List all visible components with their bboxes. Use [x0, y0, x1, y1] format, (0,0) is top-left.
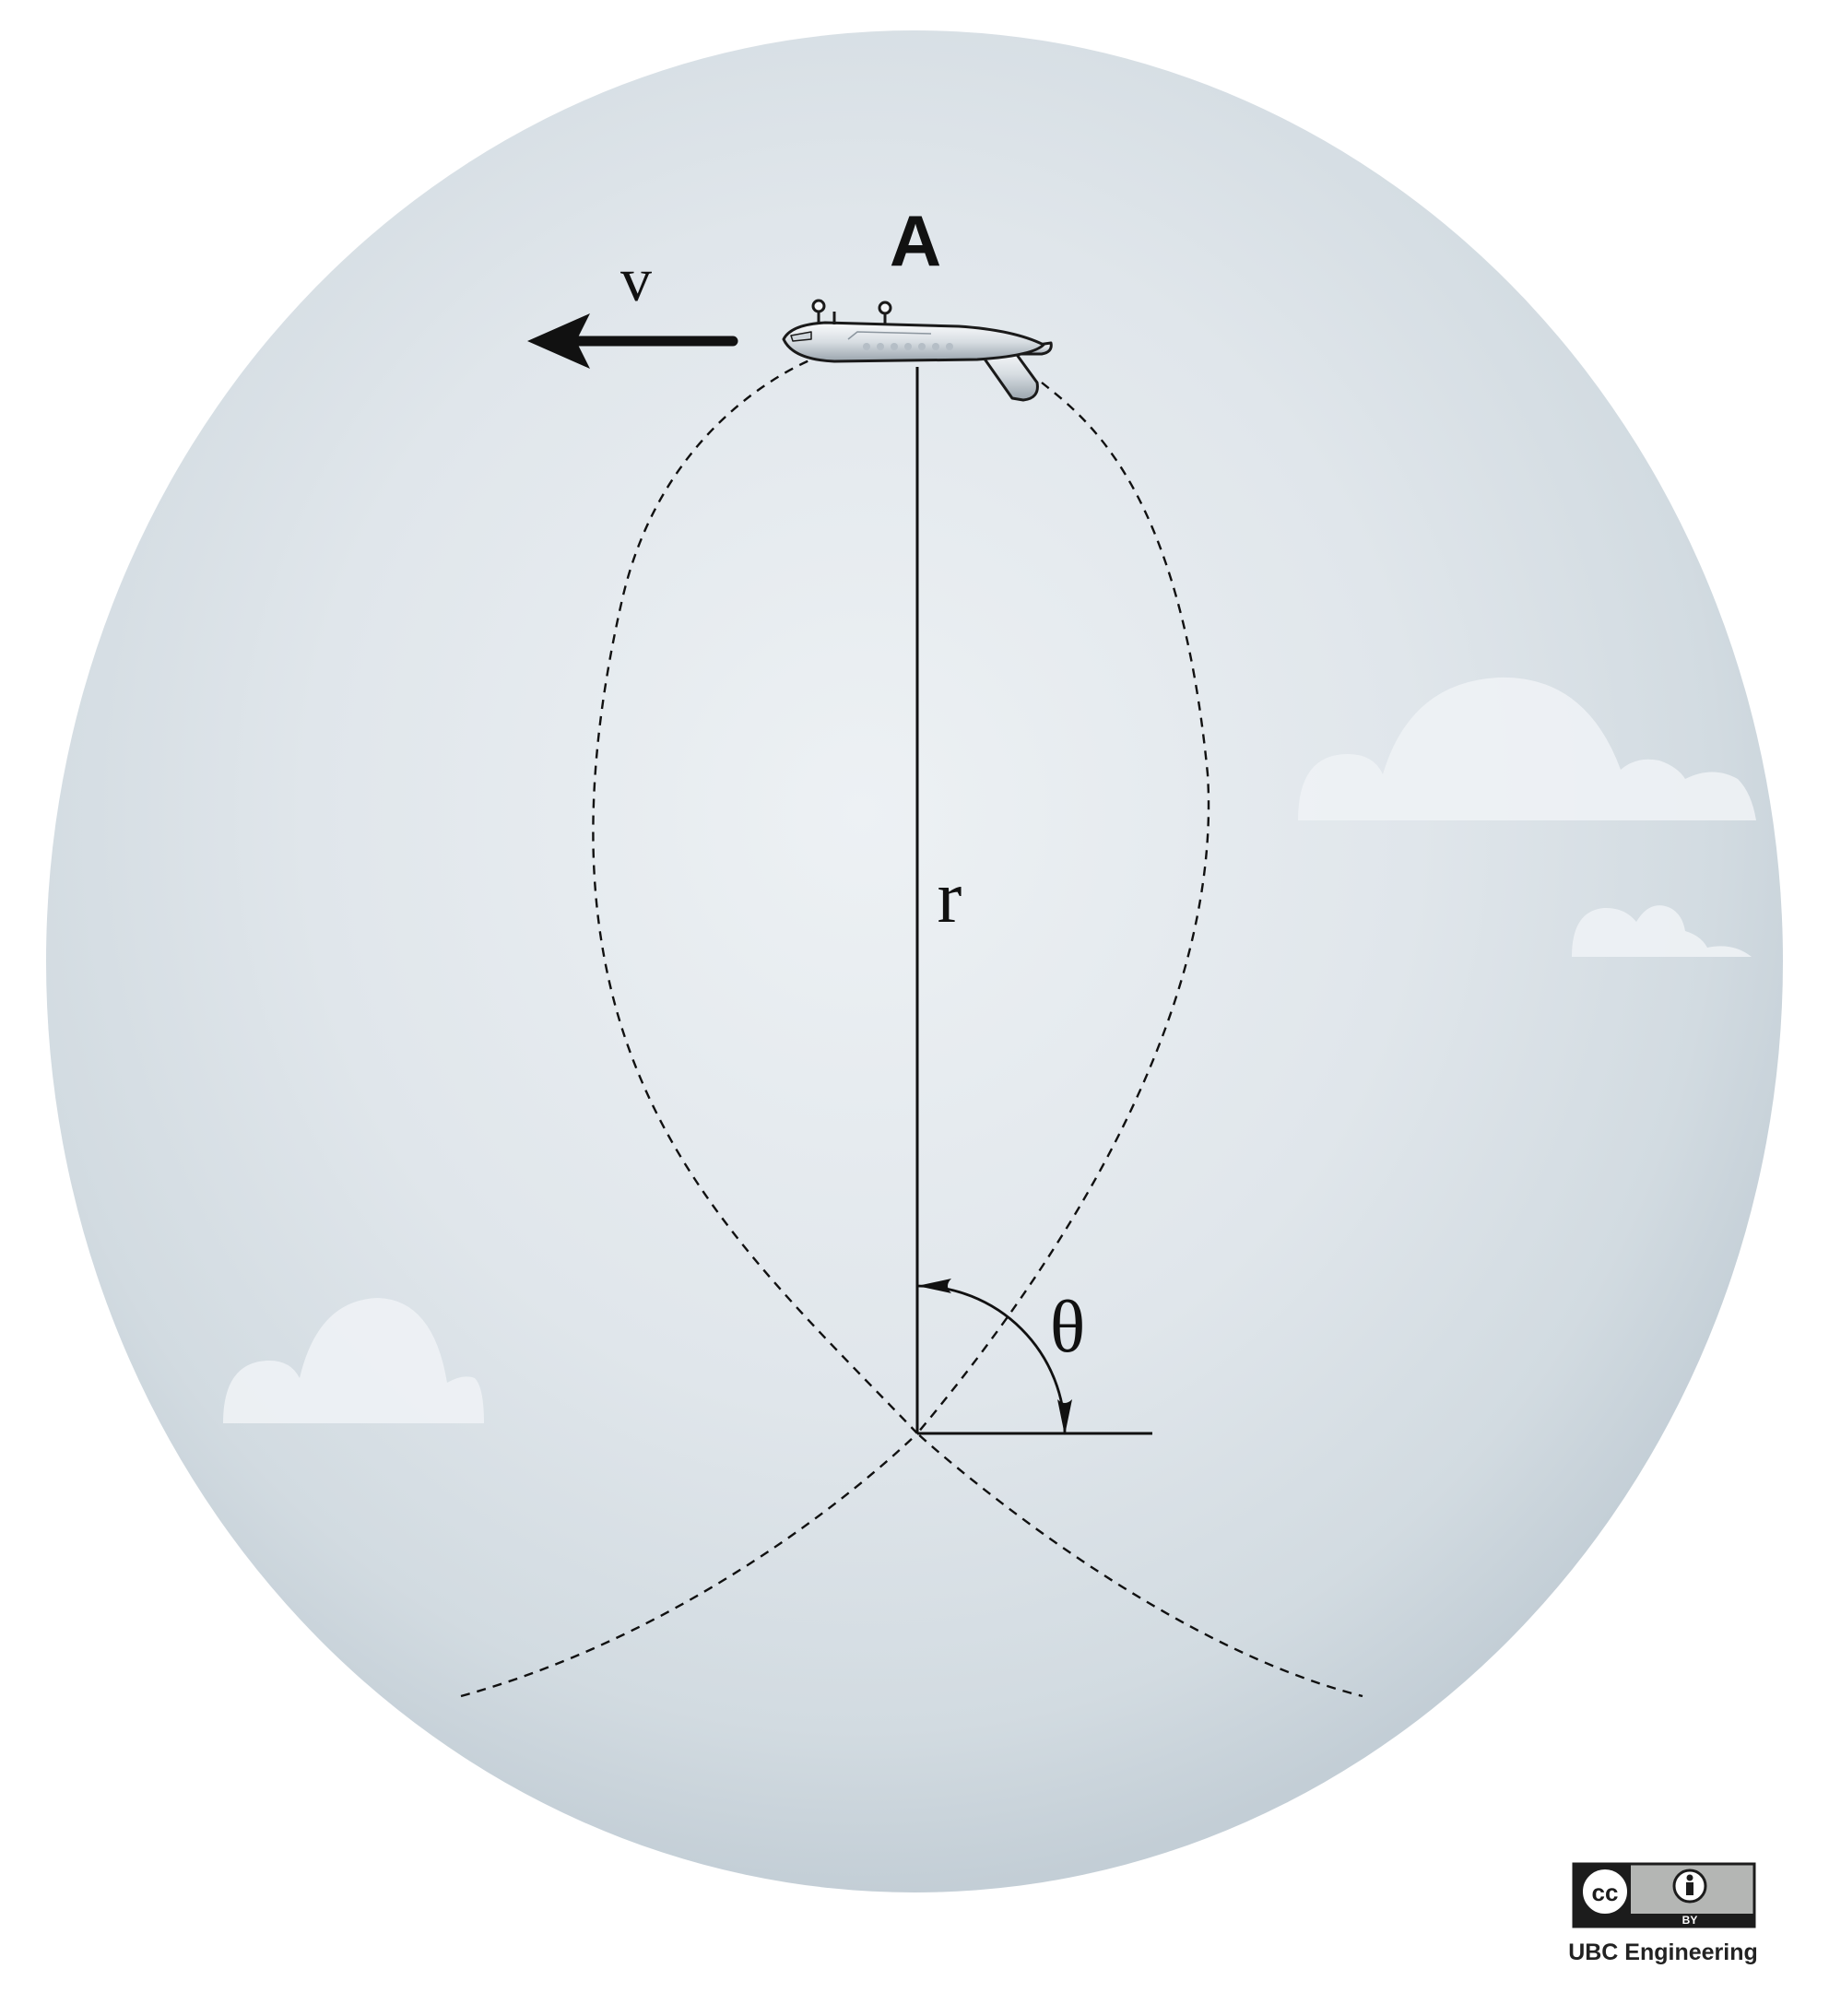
radius-label: r — [938, 857, 962, 938]
velocity-arrowhead — [527, 313, 590, 369]
point-label-a: A — [890, 200, 941, 281]
by-text: BY — [1682, 1914, 1698, 1927]
sky-disc — [46, 30, 1783, 1892]
cc-icon: cc — [1579, 1866, 1631, 1917]
cloud-icon — [1298, 677, 1756, 820]
angle-label: θ — [1050, 1287, 1085, 1368]
angle-arc-arrow-top — [917, 1279, 951, 1293]
cloud-icon — [223, 1298, 484, 1423]
angle-arc-arrow-bottom — [1057, 1399, 1072, 1435]
cloud-icon — [1572, 905, 1752, 957]
angle-arc — [916, 1284, 1067, 1434]
flight-path — [460, 358, 1363, 1698]
cc-text: cc — [1592, 1879, 1619, 1906]
credit-text: UBC Engineering — [1568, 1939, 1758, 1965]
airplane-icon — [782, 299, 1053, 402]
attribution-person-icon — [1672, 1869, 1707, 1904]
velocity-label: v — [620, 244, 652, 314]
license-badge: cc BY — [1572, 1862, 1756, 1928]
